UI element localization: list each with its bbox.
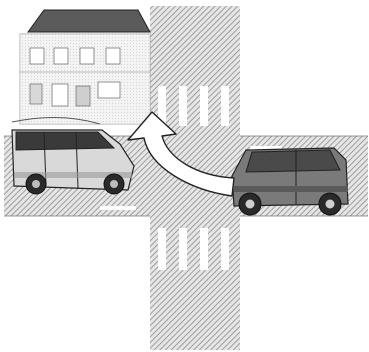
building (20, 10, 150, 124)
parked-minivan (12, 117, 134, 194)
turning-car (232, 148, 348, 215)
